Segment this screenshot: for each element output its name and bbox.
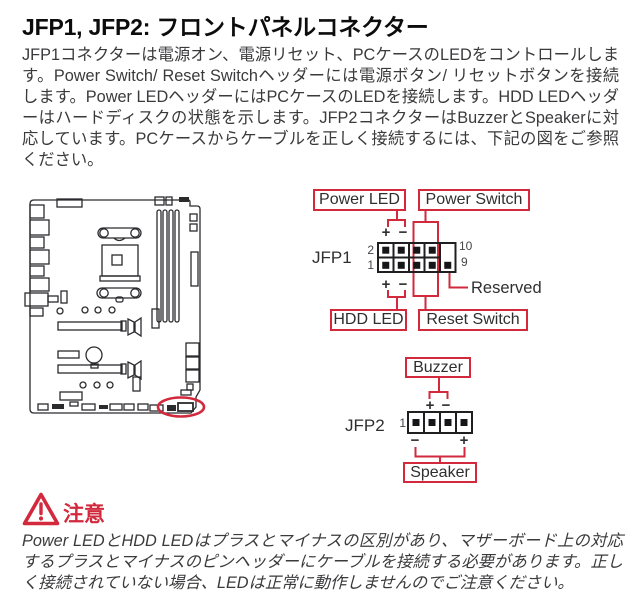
jfp1-bottom-plus-sign: + [381, 276, 391, 293]
jfp1-connector-mark [177, 402, 194, 412]
warning-triangle-icon [22, 492, 60, 526]
caution-paragraph: Power LEDとHDD LEDはプラスとマイナスの区別があり、マザーボード上… [22, 532, 623, 592]
intro-paragraph: JFP1コネクターは電源オン、電源リセット、PCケースのLEDをコントロールしま… [22, 46, 619, 169]
jfp2-bottom-minus-sign: − [410, 432, 420, 449]
pin-diagram-lines [377, 211, 473, 462]
reserved-leader-line [448, 271, 468, 289]
buzzer-label: Buzzer [405, 357, 471, 378]
jfp2-connector-mark [167, 405, 176, 411]
jfp1-pin-10: 10 [459, 239, 473, 253]
motherboard-diagram [24, 196, 206, 418]
jfp2-top-minus-sign: − [441, 397, 451, 414]
jfp1-top-plus-sign: + [381, 224, 391, 241]
jfp1-top-minus-sign: − [398, 224, 408, 241]
hdd-led-label: HDD LED [330, 309, 407, 331]
jfp1-pin-1: 1 [367, 258, 374, 272]
page-title: JFP1, JFP2: フロントパネルコネクター [22, 14, 429, 40]
speaker-label: Speaker [403, 462, 477, 483]
caution-heading: 注意 [63, 503, 105, 526]
switch-pins-outline [412, 221, 439, 297]
jfp1-connector-name: JFP1 [312, 248, 352, 267]
jfp2-connector-name: JFP2 [345, 416, 385, 435]
jfp2-bottom-plus-sign: + [459, 432, 469, 449]
power-led-label: Power LED [313, 189, 406, 211]
reserved-label: Reserved [471, 279, 542, 297]
jfp1-bottom-minus-sign: − [398, 276, 408, 293]
jfp1-pin-2: 2 [367, 243, 374, 257]
jfp2-pin-1: 1 [399, 416, 406, 430]
power-switch-label: Power Switch [418, 189, 530, 211]
reset-switch-label: Reset Switch [418, 309, 528, 331]
connector-location-highlight [156, 396, 206, 418]
jfp2-top-plus-sign: + [425, 397, 435, 414]
jfp1-pin-9: 9 [461, 255, 468, 269]
